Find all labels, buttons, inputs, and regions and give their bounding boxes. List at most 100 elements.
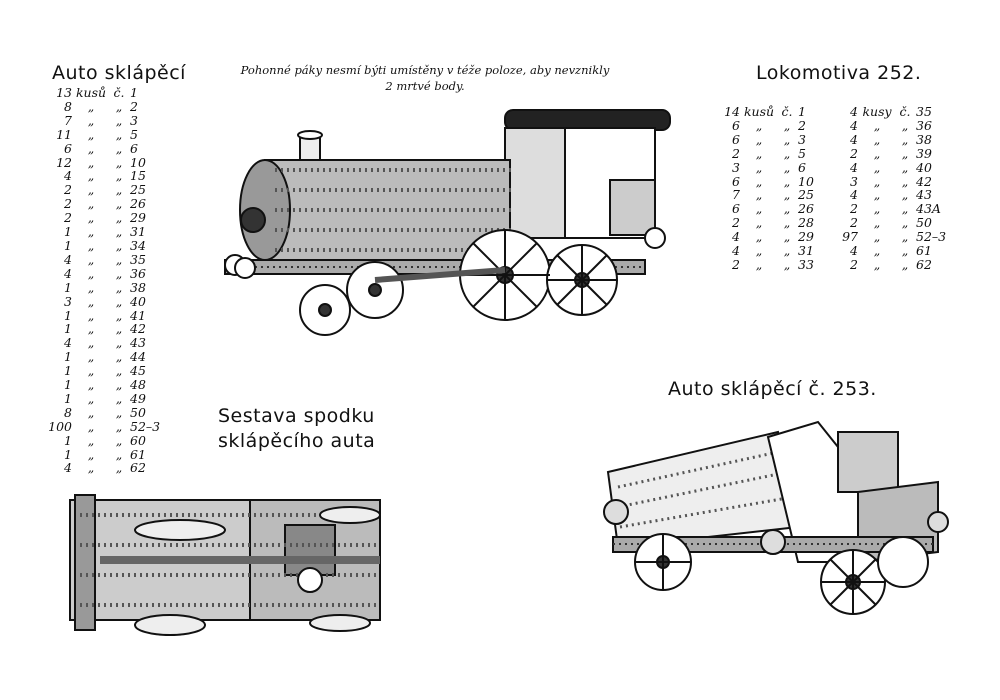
part-unit: „ [873,173,881,189]
parts-row: 6„„10 [712,173,838,189]
part-number: 43 [130,335,146,351]
part-unit: „ [873,145,881,161]
part-no-label: „ [115,279,123,295]
part-no-label: „ [115,418,123,434]
part-quantity: 2 [850,201,858,217]
part-no-label: „ [115,446,123,462]
part-quantity: 1 [64,377,72,393]
part-quantity: 4 [732,229,740,245]
part-number: 25 [798,187,814,203]
part-no-label: „ [901,201,909,217]
part-number: 38 [916,131,932,147]
part-quantity: 6 [732,173,740,189]
part-number: 29 [798,229,814,245]
part-unit: „ [87,98,95,114]
heading-sestava-line-2: sklápěcího auta [218,430,376,452]
part-number: 5 [130,126,138,142]
part-unit: kusů [743,104,775,119]
parts-row: 4„„36 [44,266,170,281]
parts-row: 7„„25 [712,188,838,202]
part-no-label: „ [115,432,123,448]
part-unit: kusy [862,104,892,119]
part-number: 2 [798,117,806,133]
part-quantity: 3 [850,173,858,189]
part-quantity: 2 [64,196,72,212]
part-unit: „ [87,349,95,365]
parts-row: 2„„26 [44,197,170,211]
dump-truck-wheels [634,529,929,615]
part-unit: „ [87,182,95,198]
part-unit: „ [755,256,763,272]
part-quantity: 13 [56,85,72,100]
part-no-label: „ [115,196,123,212]
part-unit: „ [873,229,881,245]
part-number: 25 [130,182,146,198]
part-no-label: „ [783,215,791,231]
part-number: 26 [798,201,814,217]
part-no-label: „ [783,243,791,259]
parts-row: 6„„3 [712,131,838,147]
part-unit: „ [873,256,881,272]
part-no-label: „ [901,173,909,189]
part-no-label: „ [115,112,123,128]
part-number: 43A [916,201,941,217]
part-number: 61 [130,446,146,462]
part-no-label: „ [115,224,123,240]
part-unit: „ [87,404,95,420]
part-quantity: 1 [64,224,72,240]
part-unit: „ [755,243,763,259]
part-number: 50 [916,215,932,231]
part-unit: „ [873,117,881,133]
parts-row: 4„„38 [830,131,956,147]
part-quantity: 4 [850,131,858,147]
part-unit: „ [87,377,95,393]
part-number: 3 [798,131,806,147]
part-no-label: „ [115,321,123,337]
parts-row: 6„„2 [712,119,838,133]
part-unit: „ [87,112,95,128]
parts-row: 97„„52–3 [830,230,956,244]
part-quantity: 4 [64,251,72,267]
parts-row: 2„„33 [712,258,838,272]
part-quantity: 100 [48,418,72,434]
note-line-2: 2 mrtvé body. [385,79,465,93]
part-quantity: 8 [64,98,72,114]
part-quantity: 1 [64,390,72,406]
part-quantity: 4 [64,168,72,184]
parts-row: 2„„39 [830,145,956,161]
heading-lokomotiva: Lokomotiva 252. [756,62,922,84]
part-unit: „ [87,363,95,379]
part-no-label: „ [901,159,909,175]
parts-row: 1„„44 [44,350,170,364]
part-quantity: 4 [850,243,858,259]
part-quantity: 6 [64,140,72,156]
parts-row: 3„„6 [712,160,838,175]
part-quantity: 6 [732,131,740,147]
part-unit: „ [87,126,95,142]
part-number: 10 [798,173,814,189]
part-no-label: „ [115,404,123,420]
parts-row: 4„„62 [44,461,170,475]
parts-row: 4„„36 [830,119,956,133]
part-unit: „ [87,140,95,156]
part-no-label: „ [901,229,909,245]
part-no-label: „ [115,251,123,267]
part-unit: „ [87,251,95,267]
part-number: 49 [130,390,146,406]
part-quantity: 1 [64,349,72,365]
part-number: 52–3 [916,229,947,245]
dump-truck-illustration [603,420,949,615]
part-unit: „ [87,432,95,448]
part-no-label: „ [115,460,123,476]
part-no-label: „ [783,117,791,133]
note-line-1: Pohonné páky nesmí býti umístěny v téže … [240,63,610,77]
part-number: 62 [130,460,146,476]
part-no-label: „ [901,243,909,259]
part-unit: „ [87,279,95,295]
locomotive-wheels [224,227,666,336]
part-quantity: 1 [64,446,72,462]
part-unit: „ [87,210,95,226]
part-quantity: 1 [64,432,72,448]
part-number: 36 [916,117,932,133]
